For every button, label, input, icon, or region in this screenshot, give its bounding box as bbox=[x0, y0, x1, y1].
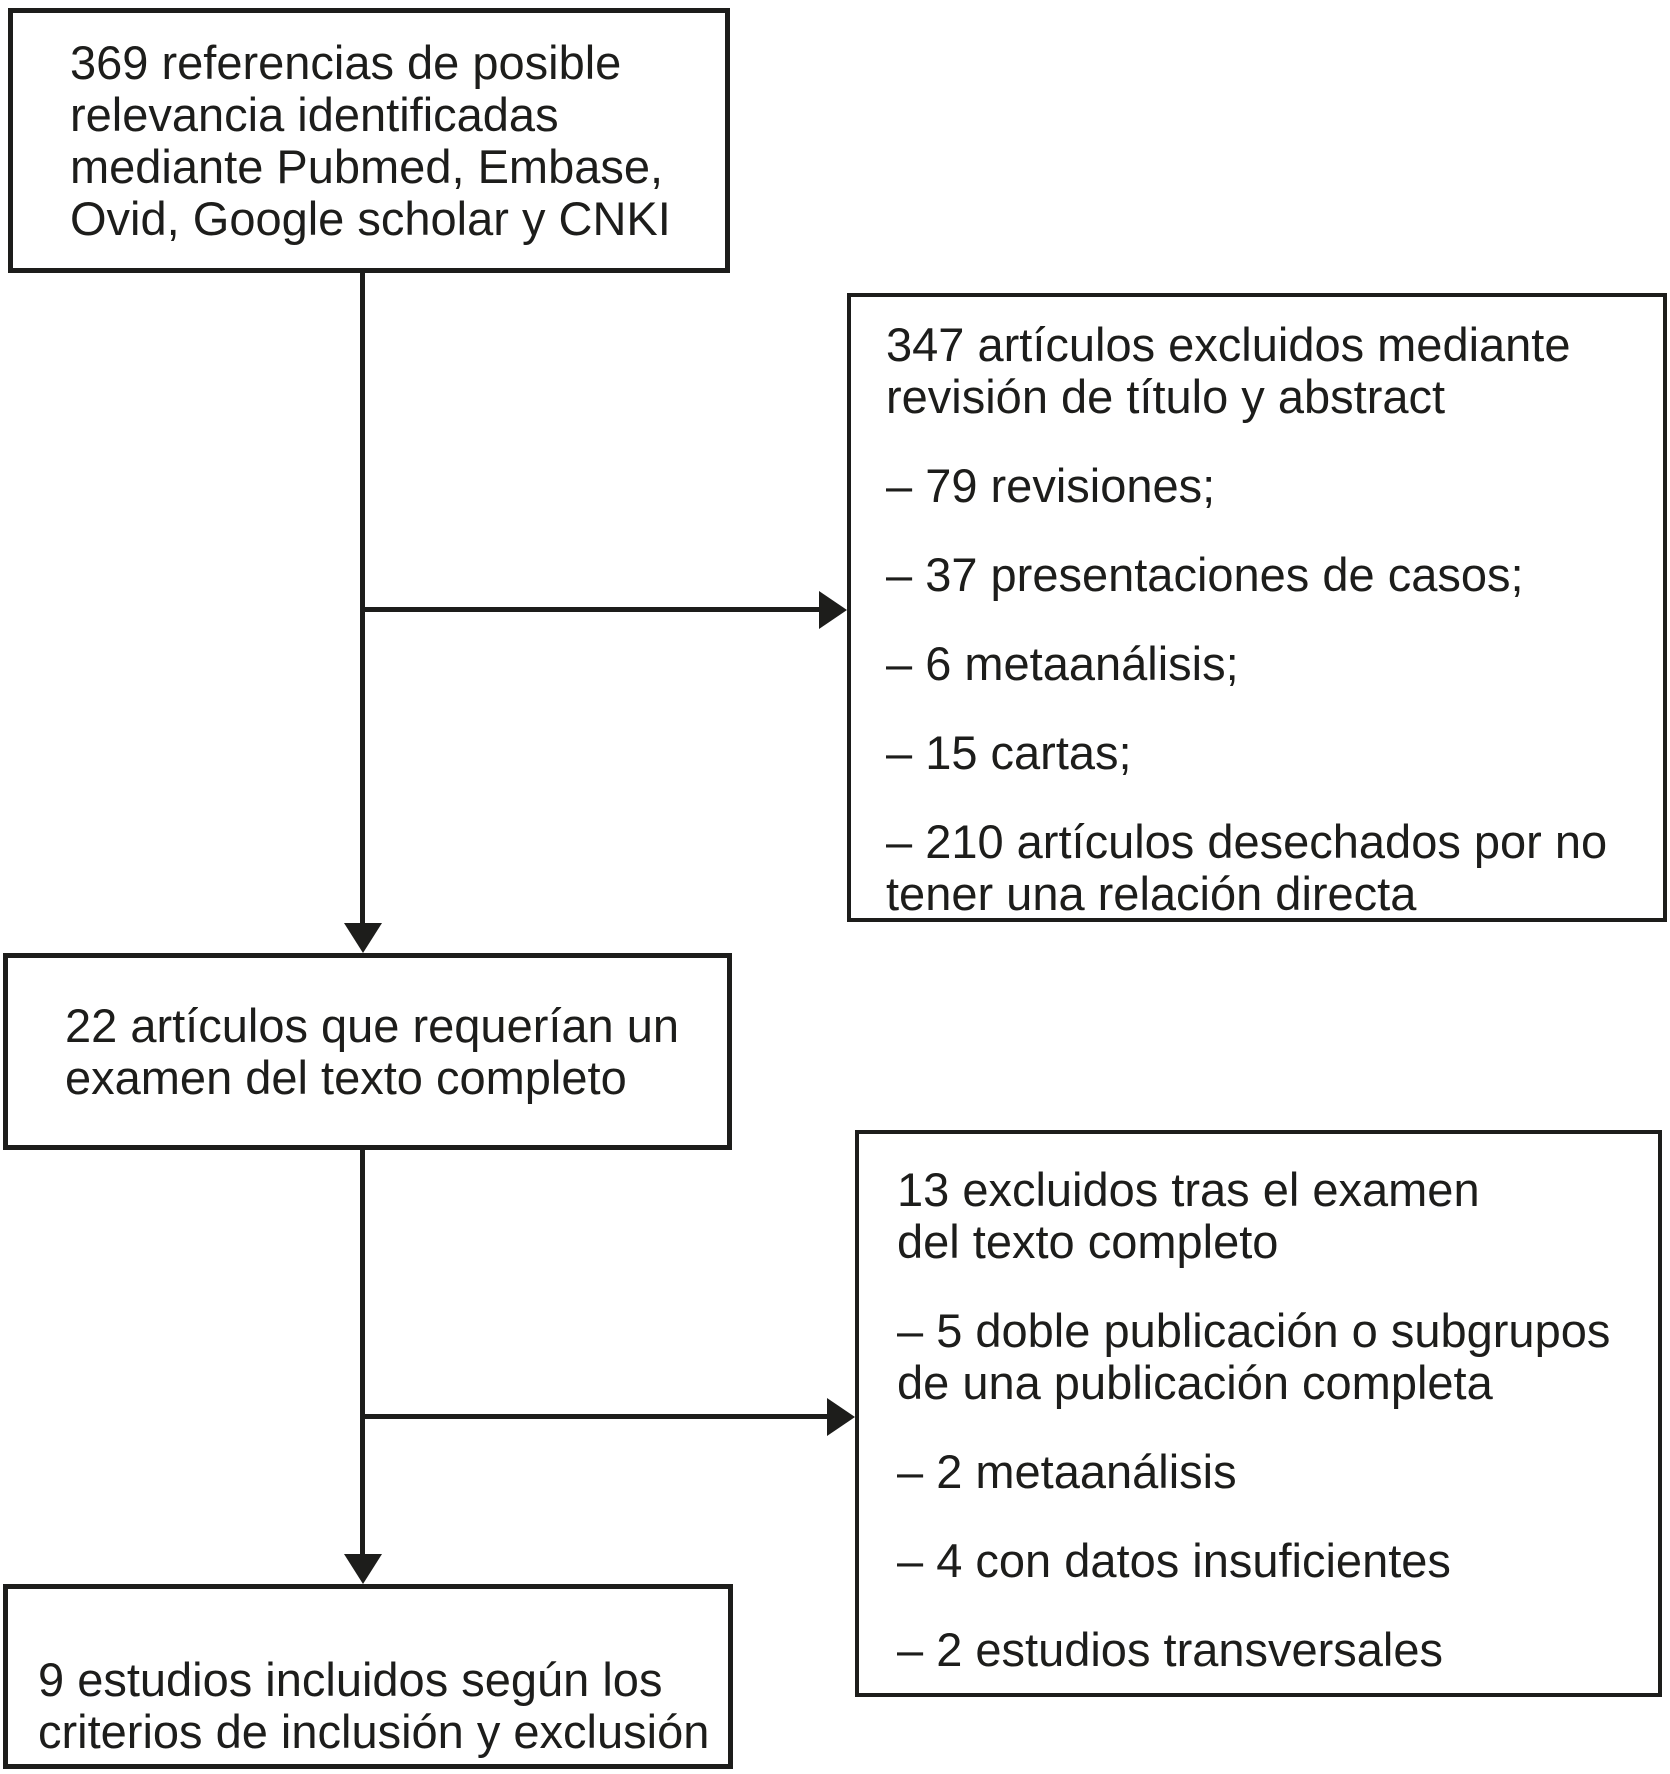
arrowhead-down-2 bbox=[344, 1554, 382, 1584]
excluded-screening-item-list: – 79 revisiones; – 37 presentaciones de c… bbox=[886, 460, 1648, 920]
box-identified-text: 369 referencias de posible relevancia id… bbox=[70, 35, 671, 245]
box-included-studies: 9 estudios incluidos según los criterios… bbox=[3, 1584, 733, 1769]
box-excluded-after-fulltext: 13 excluidos tras el examen del texto co… bbox=[855, 1130, 1662, 1697]
box-identified-references: 369 referencias de posible relevancia id… bbox=[8, 8, 730, 273]
excluded-screening-title: 347 artículos excluidos mediante revisió… bbox=[886, 318, 1571, 423]
exclusion-reason-item: – 210 artículos desechados por no tener … bbox=[886, 815, 1608, 920]
exclusion-reason-item: – 2 metaanálisis bbox=[897, 1445, 1237, 1498]
connector-vertical-1 bbox=[360, 271, 365, 923]
excluded-fulltext-item-list: – 5 doble publicación o subgrupos de una… bbox=[897, 1305, 1643, 1676]
exclusion-reason-item: – 6 metaanálisis; bbox=[886, 637, 1239, 690]
exclusion-reason-item: – 4 con datos insuficientes bbox=[897, 1534, 1451, 1587]
box-included-text: 9 estudios incluidos según los criterios… bbox=[38, 1653, 710, 1758]
box-excluded-by-screening: 347 artículos excluidos mediante revisió… bbox=[847, 293, 1667, 922]
exclusion-reason-item: – 2 estudios transversales bbox=[897, 1623, 1444, 1676]
exclusion-reason-item: – 15 cartas; bbox=[886, 726, 1132, 779]
arrowhead-down-1 bbox=[344, 923, 382, 953]
connector-horizontal-1 bbox=[362, 607, 819, 612]
exclusion-reason-item: – 5 doble publicación o subgrupos de una… bbox=[897, 1304, 1611, 1409]
arrowhead-right-1 bbox=[819, 591, 847, 629]
box-fulltext-text: 22 artículos que requerían un examen del… bbox=[65, 998, 680, 1104]
excluded-fulltext-title: 13 excluidos tras el examen del texto co… bbox=[897, 1163, 1480, 1268]
connector-vertical-2 bbox=[360, 1148, 365, 1554]
exclusion-reason-item: – 79 revisiones; bbox=[886, 459, 1216, 512]
box-fulltext-review: 22 artículos que requerían un examen del… bbox=[3, 953, 732, 1150]
arrowhead-right-2 bbox=[827, 1398, 855, 1436]
connector-horizontal-2 bbox=[362, 1414, 827, 1419]
exclusion-reason-item: – 37 presentaciones de casos; bbox=[886, 548, 1524, 601]
